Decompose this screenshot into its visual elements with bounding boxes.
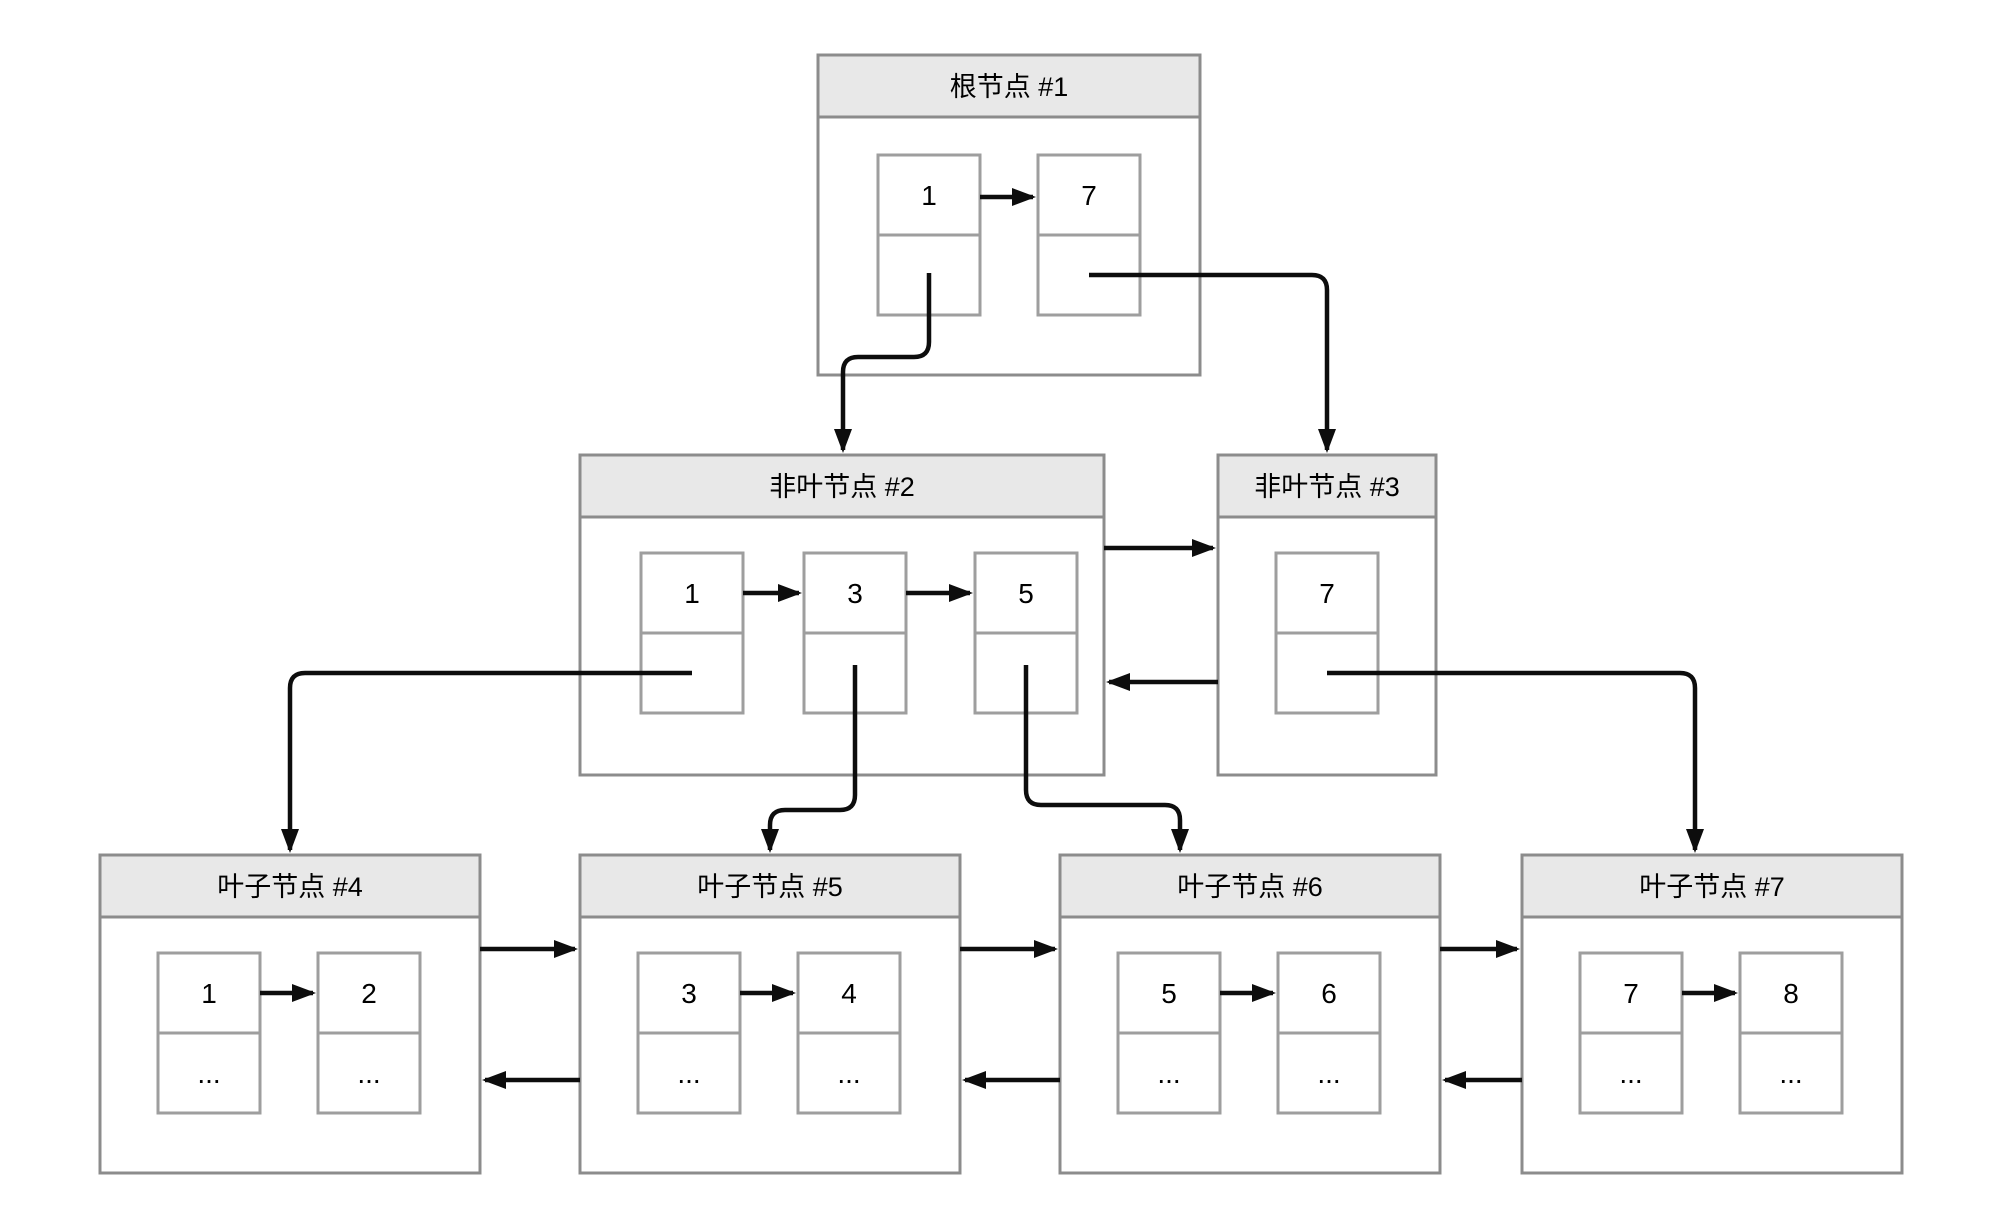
- leaf6-key-cell-1: [1116, 951, 1222, 1035]
- internal2-key-2: 3: [847, 578, 863, 609]
- leaf7-key-cell-1: [1578, 951, 1684, 1035]
- leaf6-record-2: ...: [1317, 1058, 1340, 1089]
- leaf6-record-cell-2: [1276, 1031, 1382, 1115]
- node-root-title-bar: [816, 53, 1202, 119]
- leaf5-record-cell-2: [796, 1031, 902, 1115]
- leaf5-key-2: 4: [841, 978, 857, 1009]
- leaf7-record-cell-1: [1578, 1031, 1684, 1115]
- leaf7-record-cell-2: [1738, 1031, 1844, 1115]
- node-leaf5: 叶子节点 #5 3 4 ... ...: [578, 853, 962, 1175]
- node-leaf7-title-bar: [1520, 853, 1904, 919]
- node-internal2: 非叶节点 #2 1 3 5: [578, 453, 1106, 777]
- node-internal3: 非叶节点 #3 7: [1216, 453, 1438, 777]
- root-key-1: 1: [921, 180, 937, 211]
- leaf4-key-cell-2: [316, 951, 422, 1035]
- leaf7-key-1: 7: [1623, 978, 1639, 1009]
- node-root-title: 根节点 #1: [950, 72, 1069, 102]
- leaf5-key-1: 3: [681, 978, 697, 1009]
- leaf6-record-cell-1: [1116, 1031, 1222, 1115]
- internal3-key-1: 7: [1319, 578, 1335, 609]
- leaf5-record-cell-1: [636, 1031, 742, 1115]
- node-leaf6: 叶子节点 #6 5 6 ... ...: [1058, 853, 1442, 1175]
- node-leaf5-title-bar: [578, 853, 962, 919]
- leaf7-record-2: ...: [1779, 1058, 1802, 1089]
- arrow-internal2-to-leaf5: [761, 665, 858, 853]
- node-root: 根节点 #1 1 7: [816, 53, 1202, 377]
- leaf5-record-1: ...: [677, 1058, 700, 1089]
- leaf4-key-1: 1: [201, 978, 217, 1009]
- node-leaf6-title: 叶子节点 #6: [1177, 872, 1323, 902]
- node-leaf4: 叶子节点 #4 1 2 ... ...: [98, 853, 482, 1175]
- node-internal2-title: 非叶节点 #2: [769, 472, 915, 502]
- arrow-internal3-to-leaf7: [1327, 670, 1704, 853]
- internal3-key-cell-1: [1274, 551, 1380, 635]
- leaf5-key-cell-1: [636, 951, 742, 1035]
- leaf7-record-1: ...: [1619, 1058, 1642, 1089]
- node-internal3-title-bar: [1216, 453, 1438, 519]
- internal2-key-1: 1: [684, 578, 700, 609]
- arrow-internal2-to-leaf6: [1023, 665, 1189, 853]
- node-leaf7-title: 叶子节点 #7: [1639, 872, 1785, 902]
- leaf7-key-2: 8: [1783, 978, 1799, 1009]
- internal2-key-cell-3: [973, 551, 1079, 635]
- node-internal2-title-bar: [578, 453, 1106, 519]
- node-leaf7: 叶子节点 #7 7 8 ... ...: [1520, 853, 1904, 1175]
- node-leaf5-title: 叶子节点 #5: [697, 872, 843, 902]
- node-leaf6-title-bar: [1058, 853, 1442, 919]
- leaf6-record-1: ...: [1157, 1058, 1180, 1089]
- leaf6-key-1: 5: [1161, 978, 1177, 1009]
- node-internal3-title: 非叶节点 #3: [1254, 472, 1400, 502]
- leaf6-key-cell-2: [1276, 951, 1382, 1035]
- node-leaf4-title-bar: [98, 853, 482, 919]
- arrow-root-to-internal3: [1089, 272, 1336, 453]
- internal2-key-cell-1: [639, 551, 745, 635]
- leaf5-key-cell-2: [796, 951, 902, 1035]
- leaf4-record-2: ...: [357, 1058, 380, 1089]
- leaf4-record-cell-2: [316, 1031, 422, 1115]
- leaf4-record-cell-1: [156, 1031, 262, 1115]
- arrow-internal2-to-leaf4: [281, 670, 692, 853]
- node-leaf4-title: 叶子节点 #4: [217, 872, 363, 902]
- leaf6-key-2: 6: [1321, 978, 1337, 1009]
- leaf5-record-2: ...: [837, 1058, 860, 1089]
- root-key-2: 7: [1081, 180, 1097, 211]
- leaf4-record-1: ...: [197, 1058, 220, 1089]
- internal2-key-3: 5: [1018, 578, 1034, 609]
- arrow-root-to-internal2: [834, 273, 932, 453]
- leaf4-key-2: 2: [361, 978, 377, 1009]
